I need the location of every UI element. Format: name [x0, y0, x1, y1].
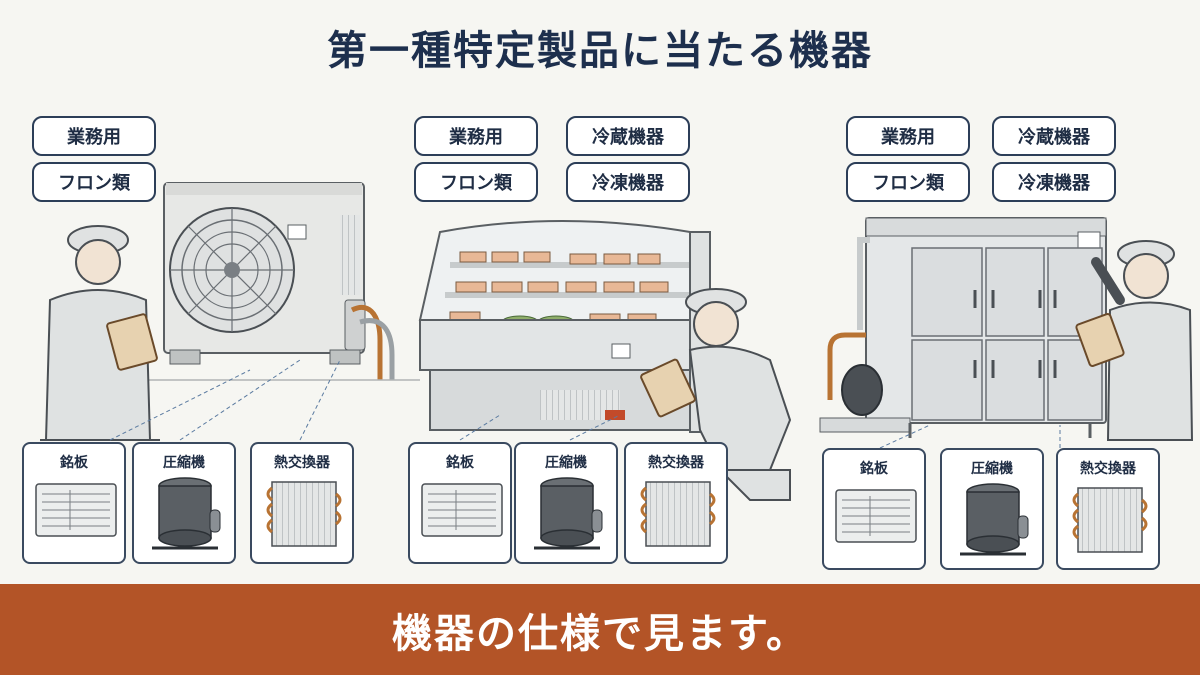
compressor-icon [534, 477, 603, 550]
upright-refrigerator-illustration [819, 217, 1107, 438]
tag-refrigeration-3: 冷蔵機器 [992, 116, 1116, 156]
card-compressor-label: 圧縮機 [163, 455, 205, 471]
worker-1-illustration [40, 225, 160, 441]
banner-text: 機器の仕様で見ます。 [392, 610, 808, 657]
card-nameplate-label: 銘板 [60, 455, 88, 471]
nameplate-icon [835, 489, 917, 543]
tag-freezing-3: 冷凍機器 [992, 162, 1116, 202]
card-nameplate-2: 銘板 [408, 442, 512, 564]
tag-fluorocarbon-1: フロン類 [32, 162, 156, 202]
nameplate-icon [35, 483, 117, 537]
card-compressor-3: 圧縮機 [940, 448, 1044, 570]
worker-3-illustration [1075, 240, 1194, 441]
card-heat-exchanger-3: 熱交換器 [1056, 448, 1160, 570]
tag-commercial-3: 業務用 [846, 116, 970, 156]
worker-2-illustration [640, 288, 792, 501]
nameplate-icon [421, 483, 503, 537]
compressor-icon [960, 483, 1029, 556]
tag-refrigeration-2: 冷蔵機器 [566, 116, 690, 156]
card-compressor-label: 圧縮機 [971, 461, 1013, 477]
card-nameplate-1: 銘板 [22, 442, 126, 564]
page-title: 第一種特定製品に当たる機器 [327, 28, 873, 74]
card-compressor-label: 圧縮機 [545, 455, 587, 471]
heat-exchanger-icon [1072, 487, 1148, 553]
card-nameplate-label: 銘板 [446, 455, 474, 471]
tag-fluorocarbon-3: フロン類 [846, 162, 970, 202]
compressor-icon [152, 477, 221, 550]
card-nameplate-3: 銘板 [822, 448, 926, 570]
tag-commercial-2: 業務用 [414, 116, 538, 156]
tag-commercial-1: 業務用 [32, 116, 156, 156]
bottom-banner: 機器の仕様で見ます。 [0, 584, 1200, 675]
outdoor-ac-unit-illustration [120, 182, 420, 381]
card-heat-exchanger-label: 熱交換器 [274, 455, 330, 471]
card-nameplate-label: 銘板 [860, 461, 888, 477]
tag-freezing-2: 冷凍機器 [566, 162, 690, 202]
tag-fluorocarbon-2: フロン類 [414, 162, 538, 202]
card-compressor-2: 圧縮機 [514, 442, 618, 564]
card-compressor-1: 圧縮機 [132, 442, 236, 564]
heat-exchanger-icon [640, 481, 716, 547]
card-heat-exchanger-label: 熱交換器 [1080, 461, 1136, 477]
heat-exchanger-icon [266, 481, 342, 547]
card-heat-exchanger-label: 熱交換器 [648, 455, 704, 471]
card-heat-exchanger-2: 熱交換器 [624, 442, 728, 564]
card-heat-exchanger-1: 熱交換器 [250, 442, 354, 564]
equipment-illustration [40, 182, 1194, 501]
